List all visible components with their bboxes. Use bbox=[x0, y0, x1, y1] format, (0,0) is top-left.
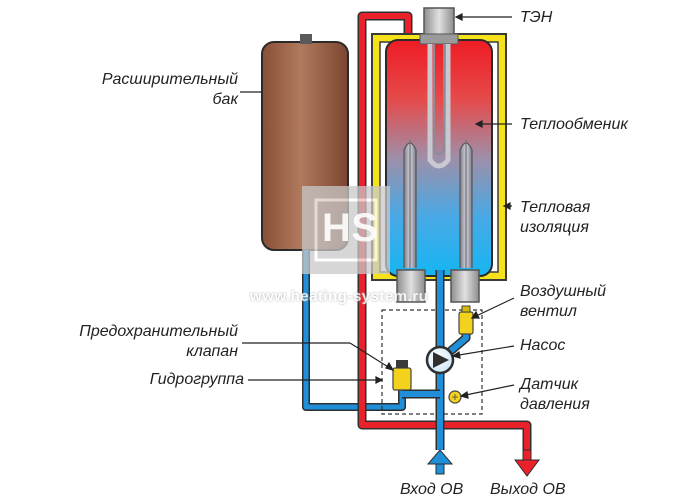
label-inlet: Вход ОВ bbox=[400, 481, 464, 498]
heat-exchanger bbox=[385, 39, 493, 277]
watermark-logo-text: HS bbox=[322, 206, 379, 250]
label-safety-valve-2: клапан bbox=[186, 343, 238, 360]
label-ten: ТЭН bbox=[520, 9, 553, 26]
label-expansion-tank-2: бак bbox=[212, 91, 238, 108]
hydrogroup-box bbox=[381, 309, 483, 415]
label-hydrogroup: Гидрогруппа bbox=[149, 371, 244, 388]
pressure-sensor bbox=[448, 390, 462, 404]
heating-element bbox=[419, 7, 459, 169]
air-vent-valve bbox=[458, 305, 474, 335]
label-insulation-2: изоляция bbox=[520, 219, 589, 236]
label-air-valve-2: вентил bbox=[520, 303, 577, 320]
label-pump: Насос bbox=[520, 337, 566, 354]
outlet-arrow bbox=[514, 449, 540, 477]
label-pressure-sensor-2: давления bbox=[520, 396, 590, 413]
inlet-arrow bbox=[426, 449, 454, 475]
watermark-logo bbox=[302, 186, 390, 274]
leader-lines bbox=[240, 13, 515, 399]
label-expansion-tank-1: Расширительный bbox=[101, 71, 238, 88]
safety-valve bbox=[392, 360, 412, 391]
label-insulation-1: Тепловая bbox=[520, 199, 591, 216]
label-safety-valve-1: Предохранительный bbox=[79, 323, 238, 340]
bottom-fittings bbox=[396, 269, 480, 303]
watermark-url: www.heating-system.ru bbox=[250, 288, 429, 305]
exchanger-tubes bbox=[403, 140, 473, 268]
label-air-valve-1: Воздушный bbox=[520, 283, 607, 300]
circulation-pump bbox=[425, 345, 455, 375]
label-pressure-sensor-1: Датчик bbox=[520, 376, 579, 393]
label-heat-exchanger: Теплообменик bbox=[520, 116, 628, 133]
label-outlet: Выход ОВ bbox=[490, 481, 566, 498]
